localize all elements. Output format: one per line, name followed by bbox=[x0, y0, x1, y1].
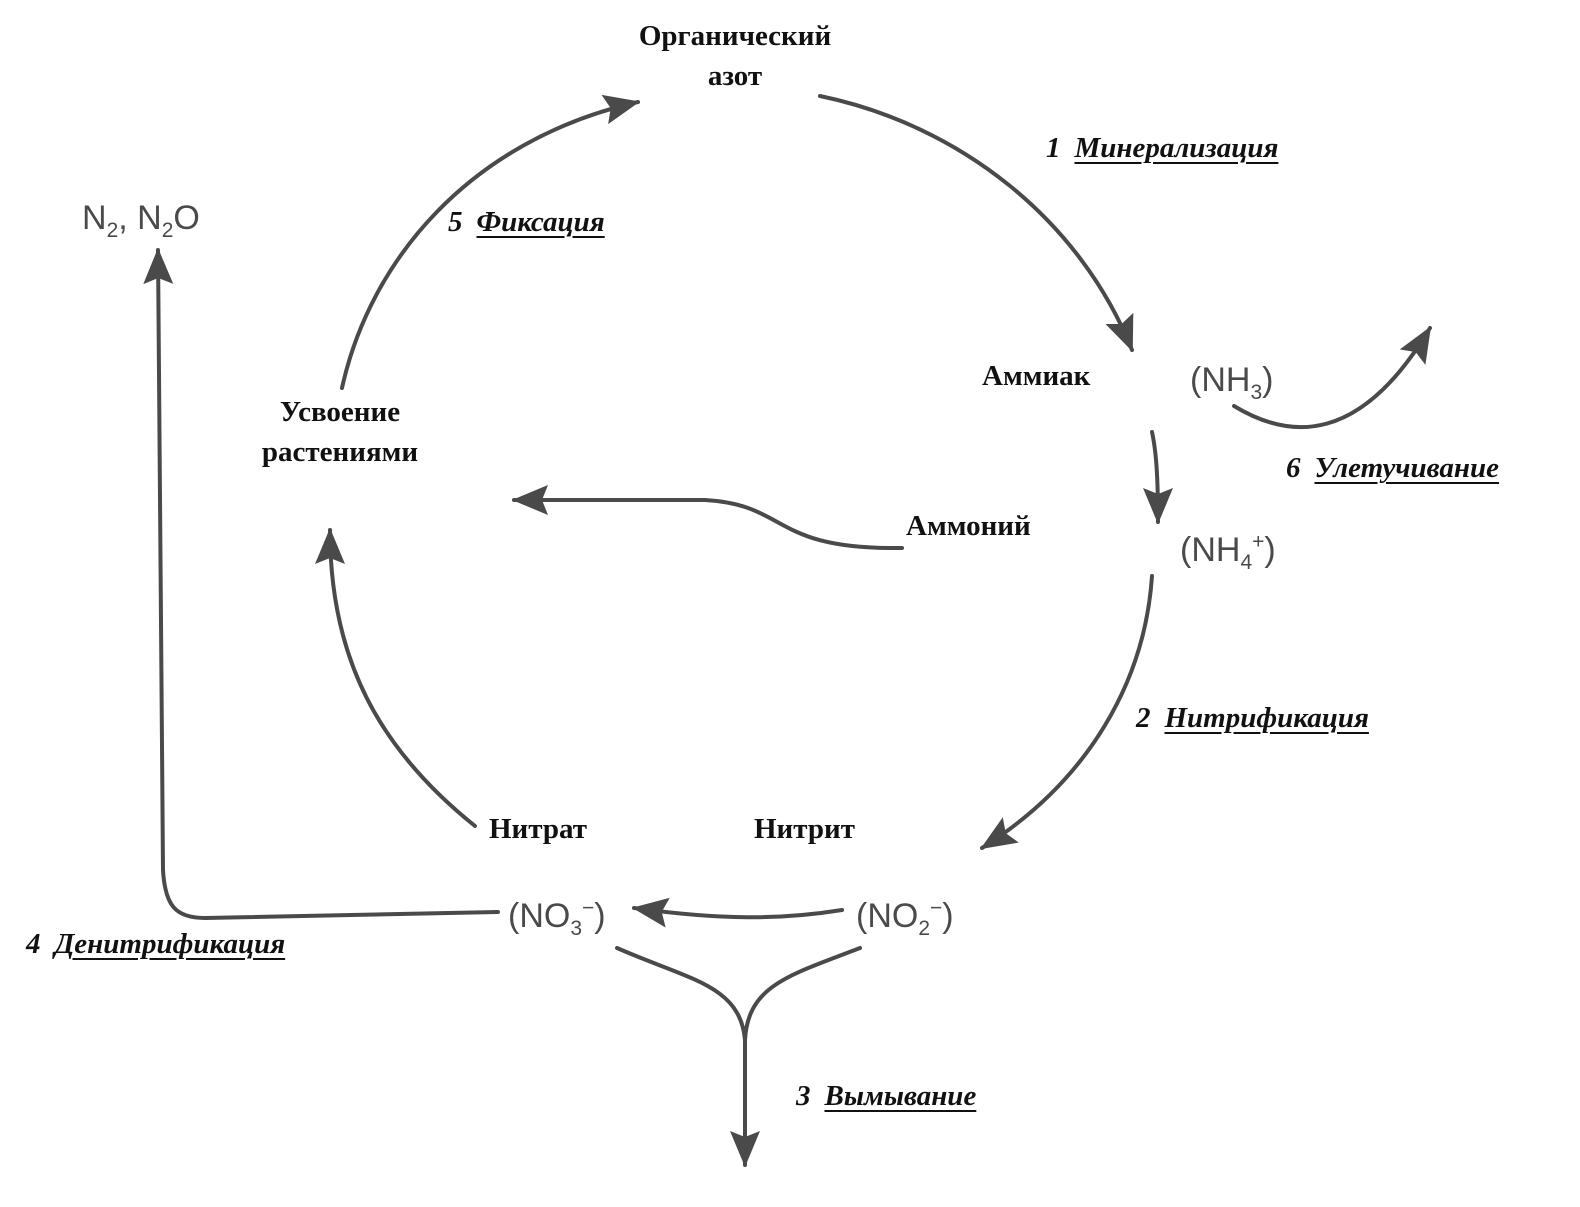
formula-nh3: (NH3) bbox=[1190, 361, 1274, 404]
node-nitrite: Нитрит bbox=[754, 813, 855, 845]
arrow-ammonium-to-plants bbox=[512, 485, 904, 551]
node-nitrate: Нитрат bbox=[489, 813, 587, 845]
arrow-leaching-left bbox=[615, 946, 747, 1042]
formula-no2: (NO2−) bbox=[856, 896, 954, 940]
arrow-mineralization bbox=[818, 94, 1134, 352]
formula-no3: (NO3−) bbox=[508, 896, 606, 940]
arrow-denitrification bbox=[143, 248, 500, 921]
node-organic-nitrogen: Органический азот bbox=[638, 20, 832, 92]
arrow-fixation bbox=[340, 94, 640, 390]
arrow-ammonia-to-ammonium bbox=[1142, 430, 1173, 524]
arrow-nitrification bbox=[980, 574, 1154, 850]
node-ammonia: Аммиак bbox=[982, 360, 1091, 392]
formula-nh4: (NH4+) bbox=[1180, 530, 1276, 574]
arrow-leaching-right bbox=[743, 946, 862, 1042]
formula-n2-n2o: N2, N2O bbox=[82, 199, 200, 242]
arrow-volatilization bbox=[1232, 326, 1432, 430]
node-plant-uptake: Усвоение растениями bbox=[261, 396, 419, 468]
arrow-nitrate-to-plants bbox=[315, 528, 477, 828]
node-ammonium: Аммоний bbox=[906, 510, 1031, 542]
arrow-nitrite-to-nitrate bbox=[632, 897, 844, 928]
